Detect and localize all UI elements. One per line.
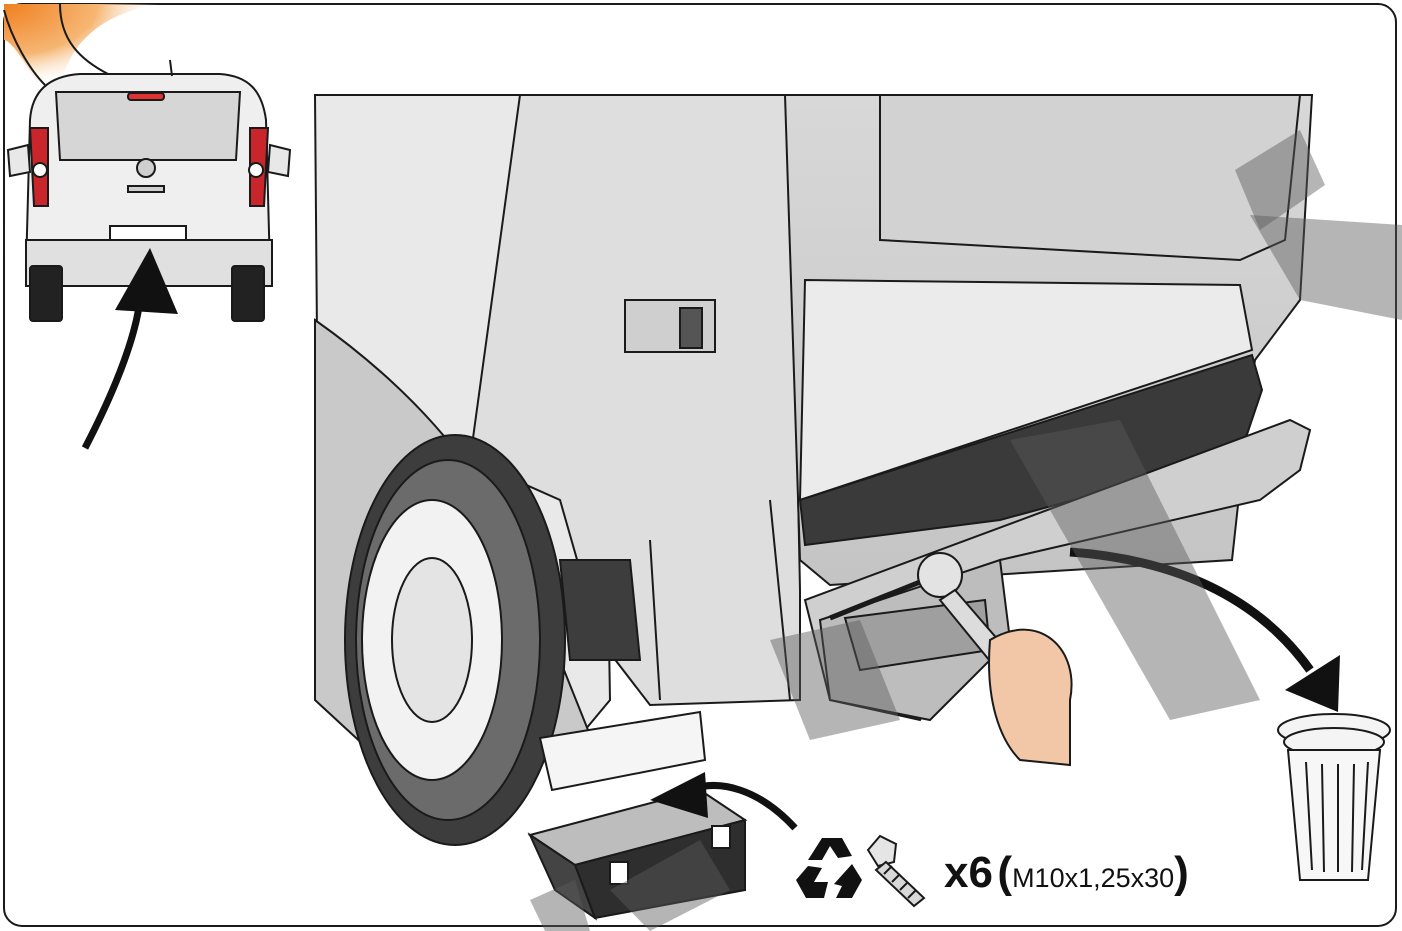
bolt-quantity-caption: x6 (M10x1,25x30) <box>944 848 1189 898</box>
bolt-icon <box>866 834 926 908</box>
discard-arrow-icon <box>1069 547 1340 712</box>
curved-arrow-icon <box>81 248 178 450</box>
recycle-icon <box>796 838 862 898</box>
page-border <box>3 3 1397 927</box>
close-paren: ) <box>1174 848 1189 897</box>
bolt-quantity: x6 <box>944 848 993 897</box>
toolbox-arrow-icon <box>650 772 798 831</box>
open-paren: ( <box>997 848 1013 897</box>
torque-wrench-icon <box>829 552 1073 767</box>
trash-bin-icon <box>1277 713 1391 881</box>
corner-accent <box>3 3 160 90</box>
rear-wheel <box>344 434 566 846</box>
watermark <box>530 130 1402 931</box>
van-rear-view <box>6 59 292 322</box>
bolt-spec: M10x1,25x30 <box>1012 863 1175 893</box>
